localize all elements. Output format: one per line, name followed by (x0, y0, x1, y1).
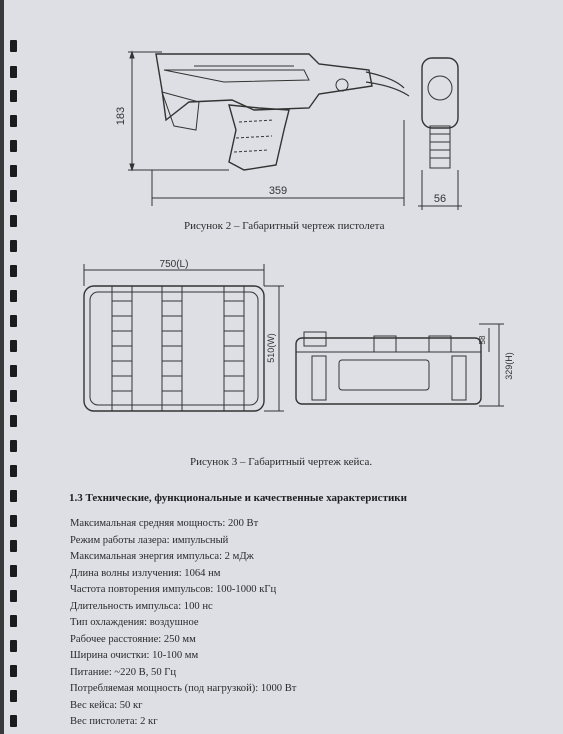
case-small-label: 58 (478, 335, 487, 344)
spec-item: Режим работы лазера: импульсный (70, 534, 229, 546)
section-title: 1.3 Технические, функциональные и качест… (69, 492, 407, 504)
spec-item: Ширина очистки: 10-100 мм (70, 650, 199, 661)
case-height-label: 329(H) (504, 352, 514, 380)
spec-item: Рабочее расстояние: 250 мм (70, 633, 196, 645)
spec-item: Максимальная средняя мощность: 200 Вт (70, 518, 259, 529)
spec-item: Потребляемая мощность (под нагрузкой): 1… (70, 683, 297, 694)
spec-item: Максимальная энергия импульса: 2 мДж (70, 551, 254, 562)
figure-3-caption: Рисунок 3 – Габаритный чертеж кейса. (190, 456, 373, 468)
spiral-binding (4, 0, 34, 734)
gun-width-label: 56 (434, 193, 446, 205)
spec-item: Питание: ~220 В, 50 Гц (70, 666, 177, 678)
gun-length-label: 359 (269, 185, 287, 197)
spec-item: Длина волны излучения: 1064 нм (70, 567, 221, 579)
spec-item: Тип охлаждения: воздушное (70, 617, 199, 628)
gun-height-label: 183 (115, 107, 127, 125)
spec-item: Частота повторения импульсов: 100-1000 к… (70, 584, 277, 595)
case-drawing: 750(L) 510(W) 329(H) 58 (83, 259, 514, 412)
case-width-label: 510(W) (266, 333, 276, 363)
spec-item: Длительность импульса: 100 нс (70, 600, 213, 612)
gun-drawing: 183 359 56 (115, 50, 462, 210)
document-page: 183 359 56 Рисунок 2 – Габаритный чертеж… (4, 0, 563, 734)
figure-2-caption: Рисунок 2 – Габаритный чертеж пистолета (184, 220, 385, 232)
spec-item: Вес кейса: 50 кг (70, 699, 143, 711)
case-length-label: 750(L) (160, 259, 189, 270)
specs-list: Максимальная средняя мощность: 200 Вт Ре… (70, 516, 296, 731)
spec-item: Вес пистолета: 2 кг (70, 716, 158, 727)
